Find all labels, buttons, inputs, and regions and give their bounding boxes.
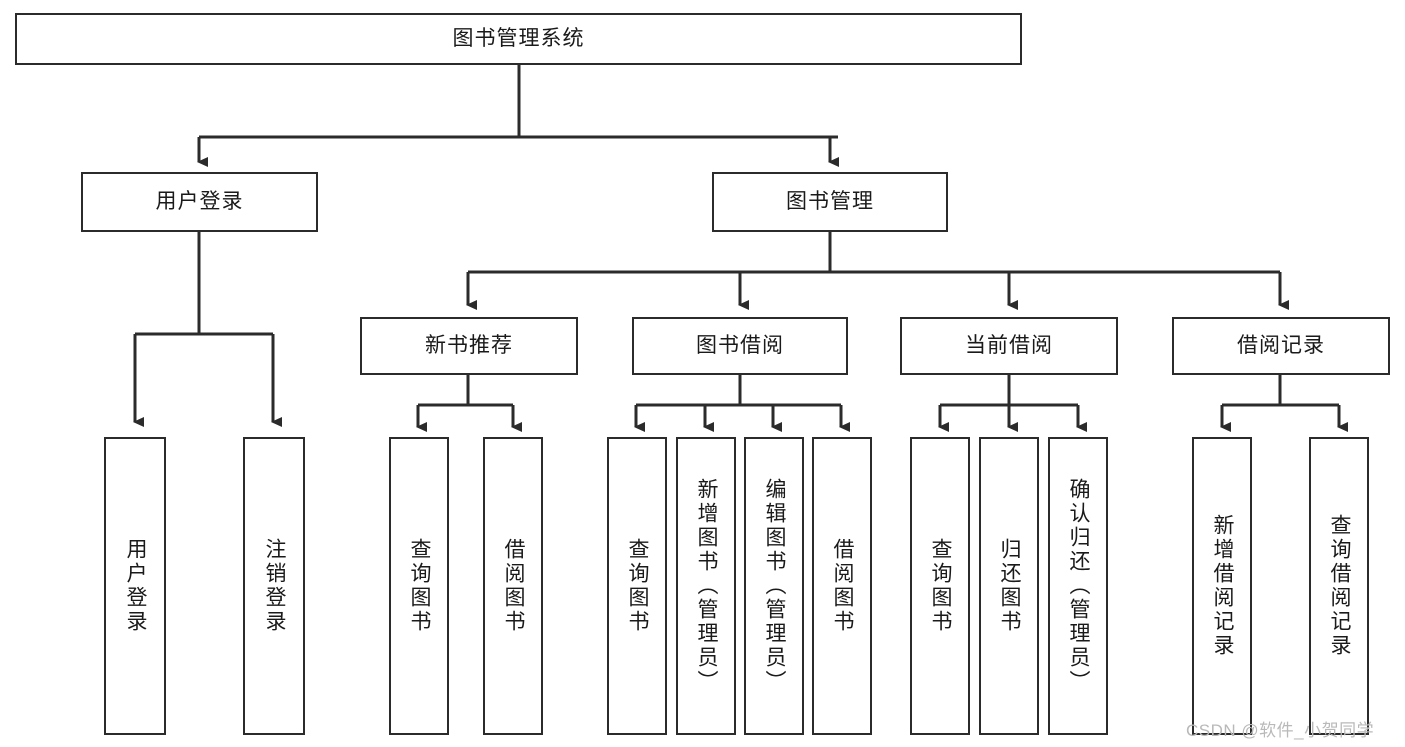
leaf-query-book-recommend[interactable]: 查询图书 <box>389 437 449 735</box>
node-label: 当前借阅 <box>965 334 1053 358</box>
node-label: 借阅图书 <box>831 538 855 634</box>
node-borrow-record[interactable]: 借阅记录 <box>1172 317 1390 375</box>
leaf-add-book-admin[interactable]: 新增图书（管理员） <box>676 437 736 735</box>
node-user-login[interactable]: 用户登录 <box>81 172 318 232</box>
leaf-query-book-current[interactable]: 查询图书 <box>910 437 970 735</box>
leaf-borrow-book[interactable]: 借阅图书 <box>812 437 872 735</box>
leaf-logout[interactable]: 注销登录 <box>243 437 305 735</box>
node-label: 注销登录 <box>263 538 287 634</box>
node-label: 借阅图书 <box>502 538 526 634</box>
leaf-edit-book-admin[interactable]: 编辑图书（管理员） <box>744 437 804 735</box>
node-book-management[interactable]: 图书管理 <box>712 172 948 232</box>
leaf-query-borrow-record[interactable]: 查询借阅记录 <box>1309 437 1369 735</box>
node-label: 编辑图书（管理员） <box>763 478 787 694</box>
node-label: 借阅记录 <box>1237 334 1325 358</box>
node-label: 查询借阅记录 <box>1328 514 1352 658</box>
leaf-add-borrow-record[interactable]: 新增借阅记录 <box>1192 437 1252 735</box>
node-label: 用户登录 <box>155 190 244 214</box>
node-current-borrow[interactable]: 当前借阅 <box>900 317 1118 375</box>
node-label: 查询图书 <box>626 538 650 634</box>
csdn-watermark: CSDN @软件_小贺同学 <box>1186 721 1375 740</box>
leaf-return-book[interactable]: 归还图书 <box>979 437 1039 735</box>
node-label: 归还图书 <box>998 538 1022 634</box>
leaf-query-book-borrow[interactable]: 查询图书 <box>607 437 667 735</box>
leaf-confirm-return-admin[interactable]: 确认归还（管理员） <box>1048 437 1108 735</box>
node-book-borrow[interactable]: 图书借阅 <box>632 317 848 375</box>
node-label: 图书借阅 <box>696 334 784 358</box>
node-root-library-system[interactable]: 图书管理系统 <box>15 13 1022 65</box>
node-label: 图书管理系统 <box>452 27 585 51</box>
node-label: 新书推荐 <box>425 334 513 358</box>
leaf-user-login[interactable]: 用户登录 <box>104 437 166 735</box>
leaf-borrow-book-recommend[interactable]: 借阅图书 <box>483 437 543 735</box>
node-label: 新增图书（管理员） <box>695 478 719 694</box>
node-label: 用户登录 <box>124 538 148 634</box>
node-label: 图书管理 <box>786 190 874 214</box>
node-new-book-recommend[interactable]: 新书推荐 <box>360 317 578 375</box>
node-label: 新增借阅记录 <box>1211 514 1235 658</box>
node-label: 确认归还（管理员） <box>1067 478 1091 694</box>
node-label: 查询图书 <box>408 538 432 634</box>
node-label: 查询图书 <box>929 538 953 634</box>
